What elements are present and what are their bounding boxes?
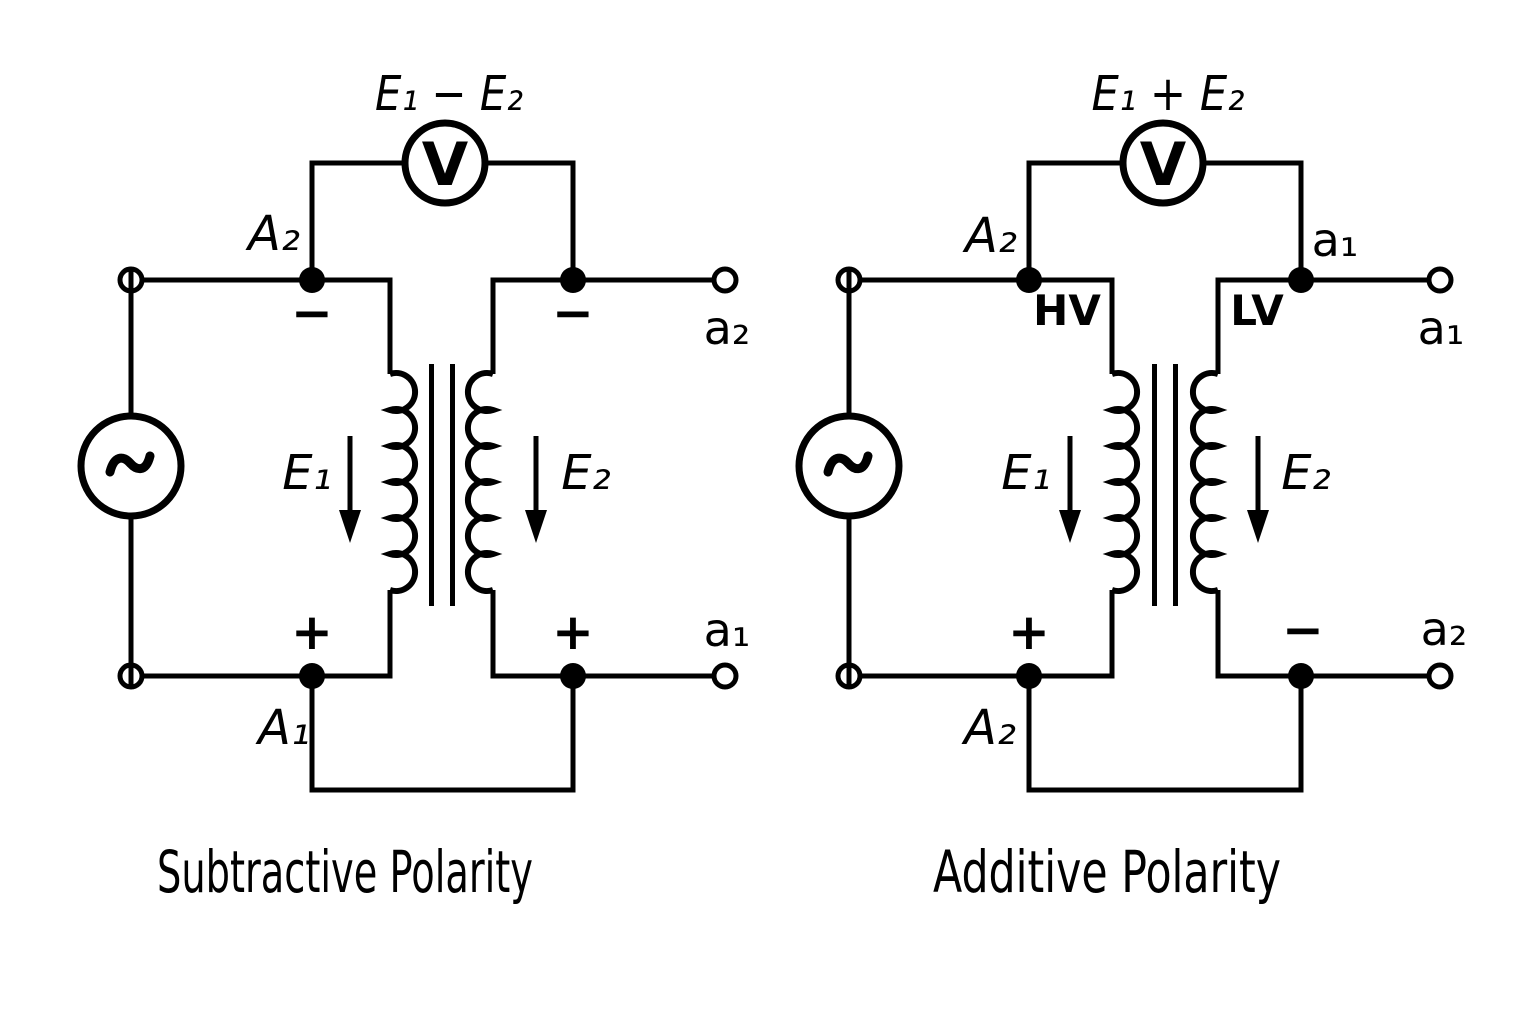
meter-reading-label: E₁ + E₂ [1092,66,1245,122]
primary-bottom-node [299,663,325,689]
secondary-top-open-terminal [1426,266,1454,294]
voltmeter-circle [1119,119,1207,207]
secondary-bottom-lead-label: a₂ [1421,602,1468,656]
primary-emf-arrowhead-icon [339,510,361,543]
transformer-core [1152,364,1178,606]
secondary-top-lead-label: a₁ [1418,301,1465,355]
primary-winding-label: HV [1033,286,1101,335]
primary-bottom-node [1016,663,1042,689]
voltmeter-symbol: V [1140,130,1187,200]
secondary-coil [464,370,503,594]
top-rail-secondary [490,277,714,374]
secondary-emf-arrowhead-icon [1247,510,1269,543]
secondary-top-node [1288,267,1314,293]
meter-reading-label: E₁ − E₂ [375,66,523,122]
secondary-top-node [560,267,586,293]
transformer-core [429,364,455,606]
secondary-top-terminal-label: a₁ [1312,213,1359,267]
jumper-loop-wire [309,676,576,793]
voltmeter-circle [401,119,489,207]
jumper-loop-wire [1026,676,1304,793]
secondary-bottom-open-terminal [1426,662,1454,690]
primary-top-polarity-mark: − [291,284,333,342]
voltmeter-branch-wire-right [486,160,576,285]
voltmeter-branch-wire-left [1026,160,1124,285]
subtractive-polarity-diagram: E₁ − E₂ V A₂ − − a₂ E₁ E₂ + + A₁ a₁ Subt… [77,66,751,906]
voltmeter-branch-wire-right [1204,160,1304,285]
bottom-rail-secondary [490,590,714,679]
sine-wave-icon [823,451,873,477]
secondary-top-open-terminal [711,266,739,294]
top-terminal-label: A₂ [962,208,1017,264]
primary-emf-arrowhead-icon [1059,510,1081,543]
bottom-rail-primary [142,590,393,679]
bottom-terminal-label: A₂ [961,700,1016,756]
primary-top-node [1016,267,1042,293]
secondary-bottom-open-terminal [711,662,739,690]
bottom-rail-secondary [1215,590,1429,679]
secondary-emf-arrowhead-icon [525,510,547,543]
diagram-caption: Subtractive Polarity [157,838,533,906]
top-terminal-label: A₂ [245,206,300,262]
voltmeter-symbol: V [422,130,469,200]
secondary-emf-label: E₂ [1281,445,1331,501]
bottom-terminal-label: A₁ [255,700,310,756]
secondary-winding-label: LV [1230,286,1284,335]
primary-coil [1102,370,1141,594]
top-rail-primary [860,277,1115,374]
secondary-coil [1189,370,1228,594]
secondary-bottom-node [560,663,586,689]
diagram-caption: Additive Polarity [933,838,1281,906]
secondary-top-lead-label: a₂ [704,301,751,355]
primary-coil [380,370,419,594]
secondary-bottom-lead-label: a₁ [704,603,751,657]
top-rail-primary [142,277,393,374]
bottom-rail-primary [860,590,1115,679]
primary-bottom-polarity-mark: + [291,603,333,661]
secondary-emf-label: E₂ [561,445,611,501]
primary-emf-label: E₁ [1001,445,1051,501]
primary-bottom-polarity-mark: + [1008,603,1050,661]
sine-wave-icon [105,451,155,477]
voltmeter-branch-wire-left [309,160,406,285]
secondary-bottom-node [1288,663,1314,689]
primary-top-node [299,267,325,293]
top-rail-secondary [1215,277,1429,374]
additive-polarity-diagram: E₁ + E₂ V A₂ a₁ HV LV a₁ E₁ E₂ + − A₂ a₂… [795,66,1468,906]
secondary-bottom-polarity-mark: − [1282,601,1324,659]
primary-emf-label: E₁ [282,445,332,501]
secondary-bottom-polarity-mark: + [552,603,594,661]
secondary-top-polarity-mark: − [552,284,594,342]
